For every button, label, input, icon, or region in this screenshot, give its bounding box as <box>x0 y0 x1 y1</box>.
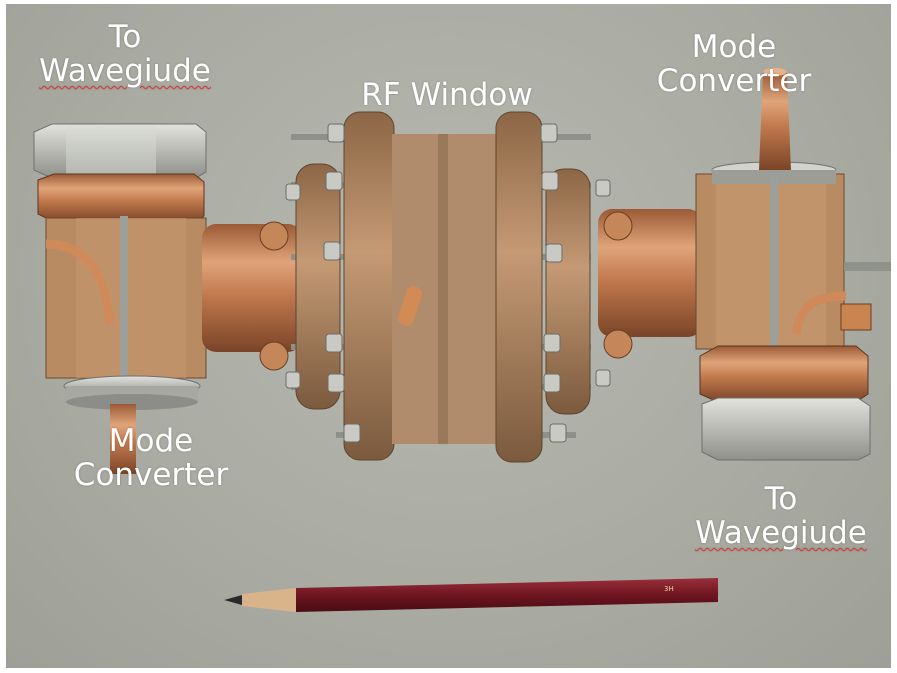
top-left-label-line1: To <box>108 19 142 55</box>
left-copper-pipe <box>45 239 115 325</box>
top-right-label-line2: Converter <box>656 63 812 99</box>
bottom-left-label-line1: Mode <box>108 423 194 459</box>
right-outer-flange <box>545 168 591 415</box>
right-top-tube <box>759 72 791 170</box>
bottom-right-label: To Wavegiude <box>676 482 886 550</box>
right-steel-block <box>701 397 871 461</box>
top-right-label-line1: Mode <box>691 29 777 65</box>
photo-frame: 3H To Wavegiude RF Window Mode Converter… <box>6 4 891 668</box>
right-rod <box>770 174 778 354</box>
pencil-hardness-label: 3H <box>664 585 674 593</box>
rf-window <box>259 111 633 463</box>
window-tabs <box>259 211 633 371</box>
left-main-flange <box>343 111 395 461</box>
right-main-flange <box>495 111 543 463</box>
bolt-nuts <box>285 123 611 443</box>
right-mode-converter <box>598 68 891 461</box>
right-connecting-tube <box>598 209 702 337</box>
bottom-left-label-line2: Converter <box>73 457 229 493</box>
left-mode-converter <box>33 123 207 474</box>
bottom-right-label-line1: To <box>764 481 798 517</box>
rf-window-label: RF Window <box>361 77 533 113</box>
rf-window-assembly-photo: 3H <box>33 68 891 612</box>
right-copper-block <box>699 345 869 403</box>
left-copper-block <box>37 173 205 223</box>
top-left-label: To Wavegiude <box>20 20 230 88</box>
bottom-left-label: Mode Converter <box>56 424 246 492</box>
copper-pin <box>398 286 422 326</box>
pencil-tip <box>224 595 242 605</box>
left-outer-flange <box>295 163 341 410</box>
bottom-right-label-line2: Wavegiude <box>695 515 867 551</box>
top-right-label: Mode Converter <box>634 30 834 98</box>
pencil: 3H <box>224 578 718 612</box>
pencil-body <box>296 578 718 612</box>
left-connecting-tube <box>202 224 302 352</box>
top-left-label-line2: Wavegiude <box>39 53 211 89</box>
left-output-tube <box>110 404 136 474</box>
left-rod <box>120 216 128 436</box>
right-side-rod <box>844 262 891 271</box>
